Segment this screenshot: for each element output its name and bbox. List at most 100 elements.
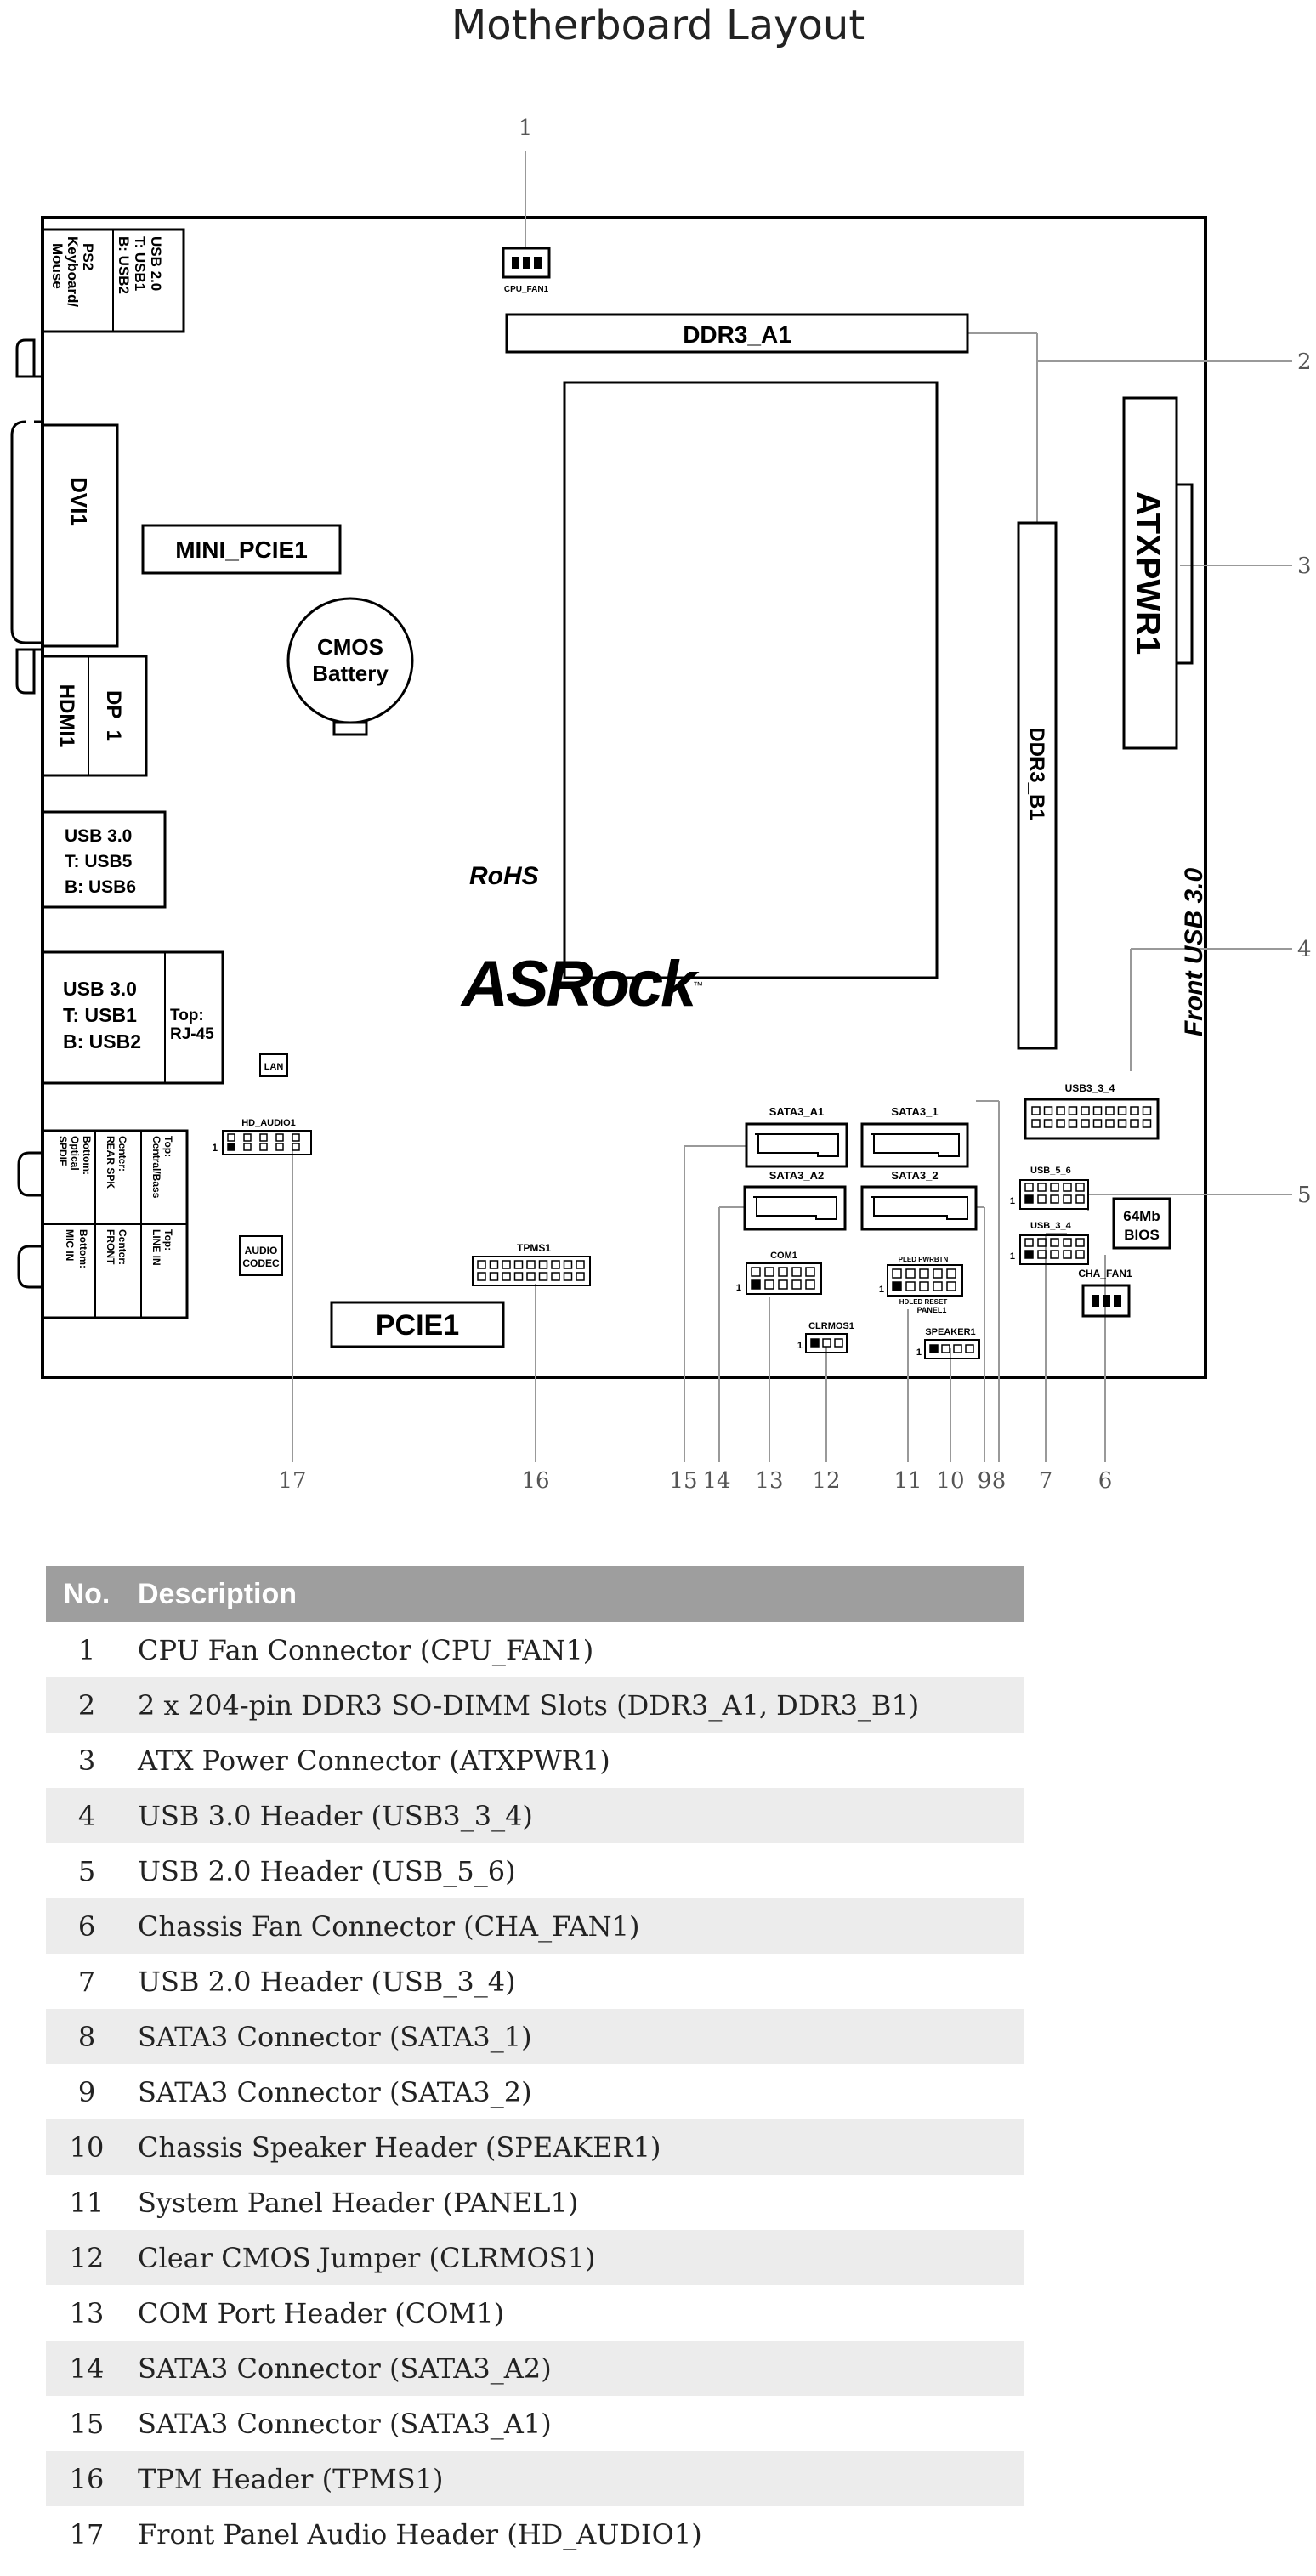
sata3-a1-connector	[745, 1122, 848, 1168]
header-pin	[965, 1344, 974, 1353]
rj45-label: Top: RJ-45	[170, 1007, 214, 1043]
row-number: 3	[77, 1744, 96, 1777]
svg-text:FRONT: FRONT	[105, 1229, 116, 1265]
header-pin	[1063, 1250, 1072, 1259]
svg-text:RJ-45: RJ-45	[170, 1025, 214, 1043]
header-pin	[489, 1272, 499, 1281]
svg-text:REAR SPK: REAR SPK	[105, 1136, 116, 1189]
header-pin	[502, 1272, 511, 1281]
row-number: 10	[46, 2119, 128, 2175]
mini-pcie-slot	[141, 524, 342, 575]
svg-text:Center:: Center:	[116, 1136, 128, 1172]
usb-3-4-label: USB_3_4	[1030, 1221, 1072, 1231]
audio-bracket	[17, 1151, 43, 1289]
row-description: SATA3 Connector (SATA3_A1)	[138, 2407, 552, 2440]
header-pin	[892, 1268, 902, 1279]
header-pin	[551, 1272, 560, 1281]
header-pin	[919, 1281, 929, 1291]
sata3-a1-label: SATA3_A1	[769, 1105, 825, 1118]
speaker1-pin1: 1	[916, 1348, 922, 1358]
row-description: SATA3 Connector (SATA3_2)	[138, 2075, 532, 2108]
row-description: Clear CMOS Jumper (CLRMOS1)	[128, 2230, 1024, 2285]
header-pin	[1050, 1183, 1059, 1192]
panel1-pin1: 1	[879, 1285, 884, 1295]
cpu-fan-connector	[502, 247, 551, 279]
svg-text:LINE IN: LINE IN	[150, 1229, 162, 1266]
header-pin	[946, 1281, 956, 1291]
header-pin	[489, 1260, 499, 1269]
dvi-port	[41, 423, 119, 648]
sata3-a2-connector	[743, 1185, 847, 1231]
header-pin	[941, 1344, 950, 1353]
lan-chip	[259, 1053, 288, 1077]
header-pin	[1031, 1119, 1041, 1128]
header-pin	[292, 1143, 300, 1151]
cpu-fan-pins	[512, 257, 542, 269]
hd-audio-pins	[227, 1133, 300, 1151]
callout-5: 5	[1297, 1183, 1312, 1208]
sata3-2-connector	[860, 1185, 978, 1231]
header-pin	[1024, 1238, 1034, 1247]
svg-text:Top:: Top:	[162, 1229, 174, 1251]
header-pin	[1075, 1250, 1085, 1259]
row-description: SATA3 Connector (SATA3_1)	[128, 2009, 1024, 2064]
header-pin	[905, 1268, 916, 1279]
usb-5-6-header	[1019, 1179, 1089, 1210]
usb3-3-4-header	[1024, 1098, 1160, 1140]
usb-3-4-pins	[1024, 1238, 1085, 1259]
header-pin	[751, 1267, 761, 1277]
header-pin	[477, 1272, 486, 1281]
usb-5-6-pin1: 1	[1010, 1196, 1015, 1206]
table-header-row: No. Description	[46, 1566, 1024, 1622]
header-description: Description	[128, 1566, 1024, 1622]
svg-text:Central/Bass: Central/Bass	[150, 1136, 162, 1199]
speaker1-pins	[929, 1344, 974, 1353]
dvi-bracket	[10, 338, 43, 695]
cha-fan-label: CHA_FAN1	[1078, 1268, 1132, 1279]
header-no: No.	[46, 1566, 128, 1622]
header-pin	[1037, 1250, 1047, 1259]
panel1-bottom-label: HDLED RESET	[899, 1298, 948, 1306]
svg-text:MIC IN: MIC IN	[64, 1229, 76, 1261]
row-description: 2 x 204-pin DDR3 SO-DIMM Slots (DDR3_A1,…	[128, 1677, 1024, 1733]
table-row: 3 ATX Power Connector (ATXPWR1)	[46, 1733, 1024, 1788]
callout-4: 4	[1297, 937, 1312, 962]
header-pin	[502, 1260, 511, 1269]
row-description: USB 3.0 Header (USB3_3_4)	[128, 1788, 1024, 1843]
cpu-fan-label: CPU_FAN1	[504, 285, 549, 294]
panel1-top-label: PLED PWRBTN	[899, 1256, 949, 1263]
pcie1-slot	[330, 1301, 505, 1348]
callout-2: 2	[1297, 349, 1312, 375]
cha-fan-connector	[1081, 1284, 1131, 1318]
header-pin	[243, 1133, 252, 1142]
header-pin	[1050, 1238, 1059, 1247]
svg-text:Top:: Top:	[162, 1136, 174, 1157]
row-number: 9	[77, 2075, 96, 2108]
usb-3-4-pin1: 1	[1010, 1251, 1015, 1262]
header-pin	[513, 1260, 524, 1269]
row-number: 5	[77, 1854, 96, 1887]
callout-1: 1	[519, 116, 533, 141]
header-pin	[791, 1267, 802, 1277]
hd-audio-pin1: 1	[212, 1142, 218, 1154]
audio-codec-label-1: AUDIO	[245, 1245, 278, 1257]
board-outline	[41, 216, 1207, 1379]
header-pin	[1105, 1119, 1115, 1128]
header-pin	[1037, 1194, 1047, 1204]
header-pin	[227, 1143, 235, 1151]
header-pin	[1050, 1250, 1059, 1259]
header-pin	[1081, 1119, 1090, 1128]
header-pin	[576, 1260, 585, 1269]
row-description: ATX Power Connector (ATXPWR1)	[138, 1744, 610, 1777]
header-pin	[227, 1133, 235, 1142]
cpu-area	[563, 381, 939, 979]
svg-text:T: USB1: T: USB1	[63, 1004, 137, 1026]
callout-9: 9	[978, 1468, 992, 1494]
